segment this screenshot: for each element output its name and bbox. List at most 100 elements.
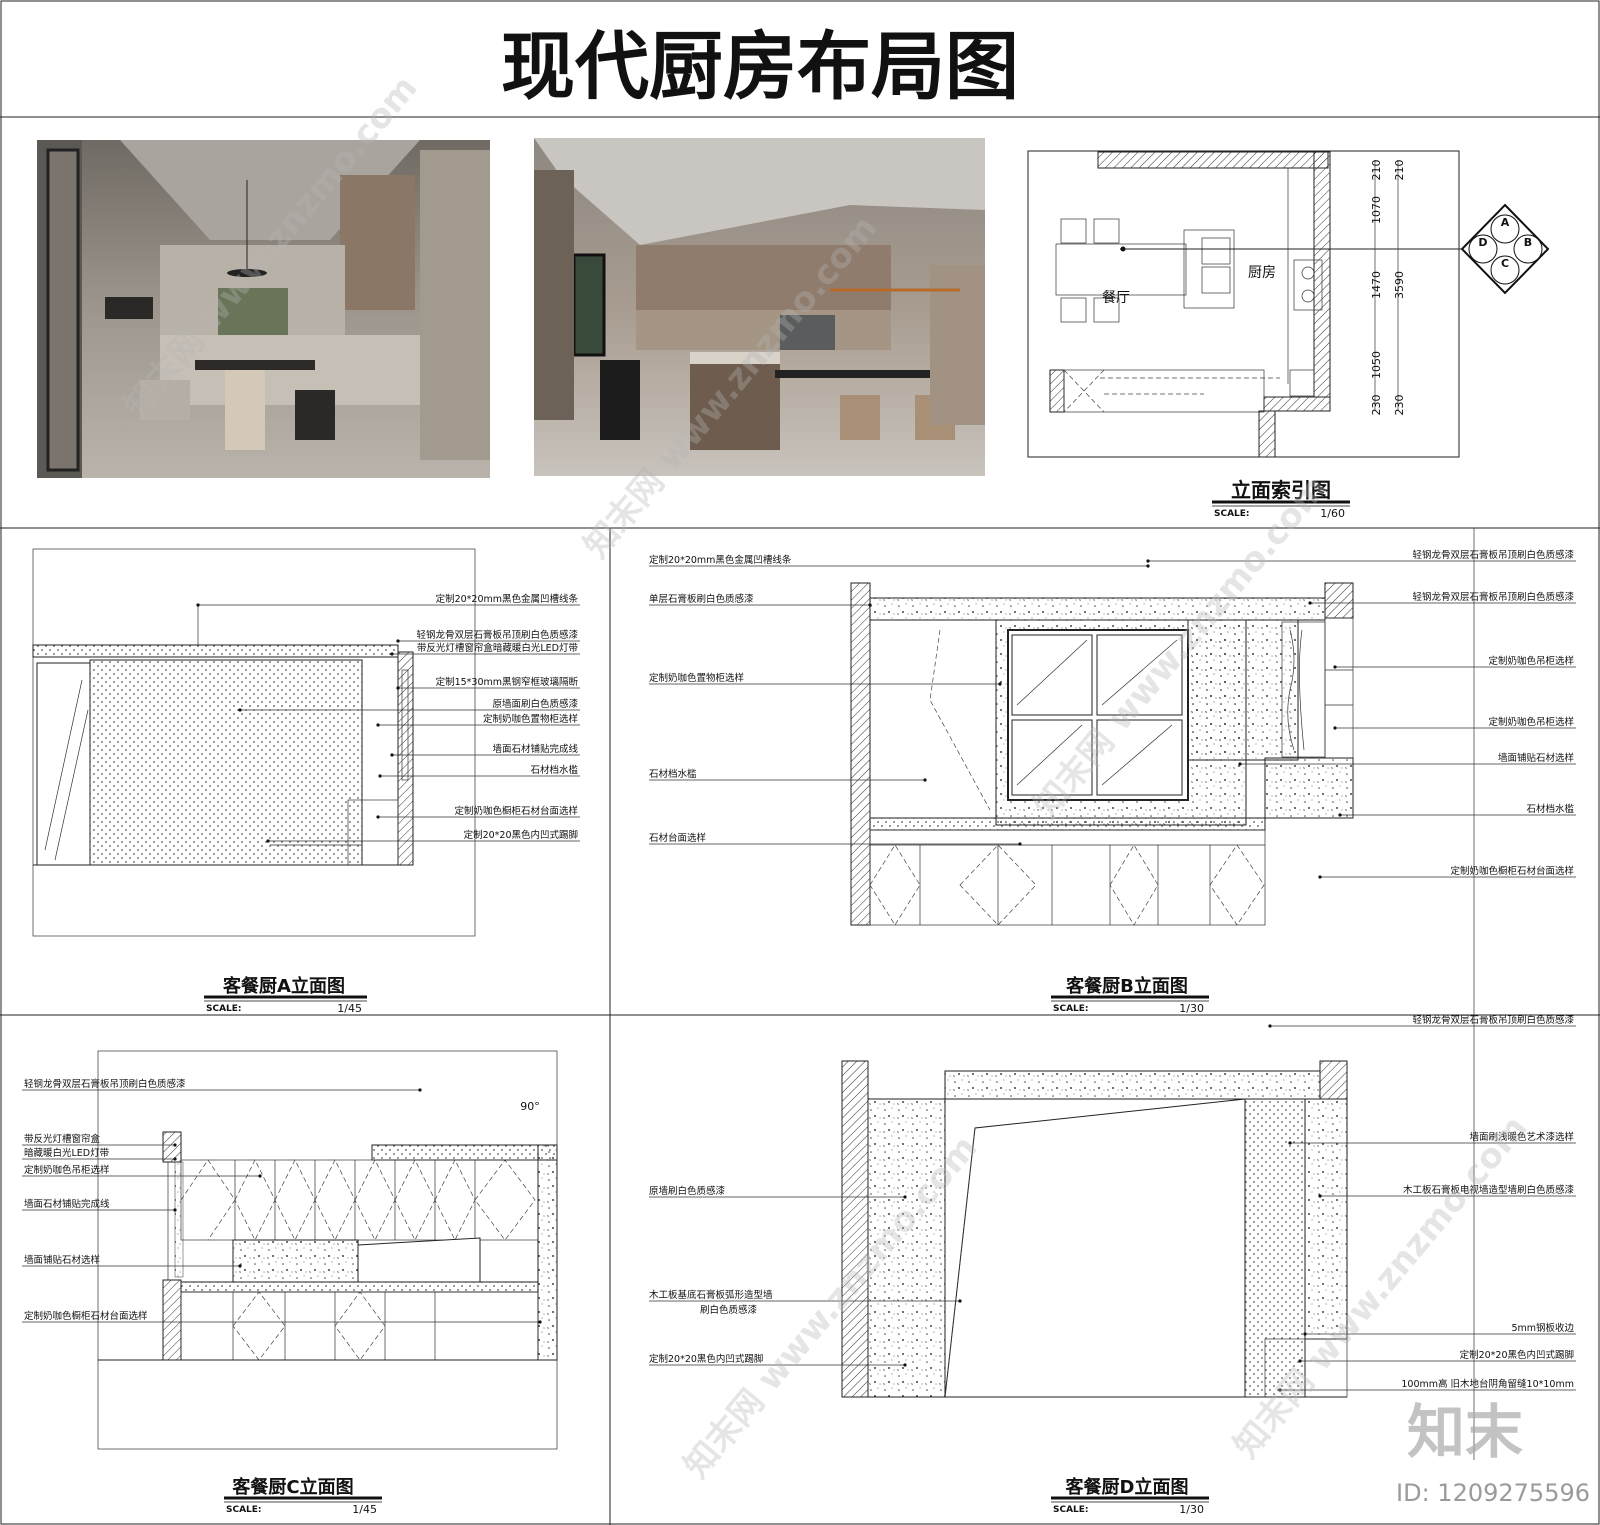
annotation-label: 单层石膏板刷白色质感漆 (649, 593, 754, 605)
dim-2: 1070 (1370, 196, 1383, 224)
annotation-callout: 石材档水槛 (649, 768, 927, 782)
annotation-callout: 定制奶咖色吊柜选样 (22, 1164, 262, 1178)
annotation-label: 定制奶咖色橱柜石材台面选样 (1450, 865, 1574, 877)
leader-dot (903, 1363, 907, 1367)
leader-dot (173, 1208, 177, 1212)
dim-7: 3590 (1393, 271, 1406, 299)
leader-dot (258, 1174, 262, 1178)
dim-8: 230 (1393, 395, 1406, 416)
leader-dot (1298, 1359, 1302, 1363)
scale-label: SCALE: (1053, 1505, 1089, 1515)
annotation-label: 刷白色质感漆 (700, 1304, 758, 1316)
annotation-label: 石材档水槛 (530, 764, 578, 776)
annotation-callout: 刷白色质感漆 (700, 1304, 758, 1316)
leader-dot (1333, 665, 1337, 669)
annotation-callout: 定制奶咖色橱柜石材台面选样 (376, 805, 580, 819)
annotation-callout: 定制奶咖色置物柜选样 (376, 713, 580, 727)
annotation-label: 轻钢龙骨双层石膏板吊顶刷白色质感漆 (1412, 591, 1574, 603)
elevation-index-plan: 餐厅 厨房 210 1070 1470 1050 230 210 3590 23… (1027, 150, 1550, 458)
annotation-callout: 轻钢龙骨双层石膏板吊顶刷白色质感漆 (22, 1078, 422, 1092)
leader-dot (396, 686, 400, 690)
annotation-callout: 墙面刷浅暖色艺术漆选样 (1288, 1131, 1576, 1145)
annotation-label: 轻钢龙骨双层石膏板吊顶刷白色质感漆 (416, 629, 578, 641)
annotation-label: 定制20*20黑色内凹式踢脚 (1460, 1349, 1574, 1361)
leader-dot (1333, 726, 1337, 730)
leader-dot (1018, 842, 1022, 846)
leader-dot (396, 639, 400, 643)
scale-value: 1/30 (1179, 1503, 1204, 1516)
leader-dot (903, 1195, 907, 1199)
annotation-callout: 原墙面刷白色质感漆 (238, 698, 580, 712)
annotation-label: 5mm钢板收边 (1511, 1322, 1574, 1334)
annotation-callout: 定制20*20黑色内凹式踢脚 (266, 829, 580, 843)
leader-dot (1268, 1024, 1272, 1028)
elevation-c-title: 客餐厨C立面图 (232, 1476, 353, 1498)
leader-dot (266, 839, 270, 843)
index-letter-c: C (1501, 257, 1509, 270)
annotation-callout: 5mm钢板收边 (1303, 1322, 1576, 1336)
elevation-d-title: 客餐厨D立面图 (1066, 1476, 1189, 1498)
leader-dot (378, 774, 382, 778)
annotation-label: 轻钢龙骨双层石膏板吊顶刷白色质感漆 (1412, 1014, 1574, 1026)
dim-1: 210 (1370, 160, 1383, 181)
leader-dot (923, 778, 927, 782)
elevation-b-drawing (850, 582, 1354, 926)
annotation-label: 墙面刷浅暖色艺术漆选样 (1469, 1131, 1574, 1143)
annotation-label: 定制20*20mm黑色金属凹槽线条 (436, 593, 579, 605)
leader-dot (1288, 1141, 1292, 1145)
annotation-label: 定制奶咖色置物柜选样 (649, 672, 744, 684)
leader-dot (538, 1320, 542, 1324)
annotation-label: 墙面铺贴石材选样 (24, 1254, 100, 1266)
annotation-label: 原墙面刷白色质感漆 (492, 698, 578, 710)
annotation-callout: 轻钢龙骨双层石膏板吊顶刷白色质感漆 (1146, 549, 1576, 563)
render-photo-kitchen-2 (534, 138, 985, 476)
annotation-callout: 轻钢龙骨双层石膏板吊顶刷白色质感漆 (396, 629, 580, 643)
annotation-callout: 木工板基底石膏板弧形造型墙 (649, 1289, 962, 1303)
annotation-callout: 原墙刷白色质感漆 (649, 1185, 907, 1199)
annotation-label: 定制20*20mm黑色金属凹槽线条 (649, 554, 792, 566)
annotation-label: 定制奶咖色吊柜选样 (24, 1164, 110, 1176)
leader-dot (390, 652, 394, 656)
scale-label: SCALE: (226, 1505, 262, 1515)
leader-dot (390, 753, 394, 757)
leader-dot (418, 1088, 422, 1092)
dim-4: 1050 (1370, 351, 1383, 379)
elevation-a-drawing (32, 548, 476, 937)
index-letter-b: B (1524, 236, 1532, 249)
annotation-label: 定制20*20黑色内凹式踢脚 (649, 1353, 763, 1365)
annotation-callout: 定制奶咖色橱柜石材台面选样 (22, 1310, 542, 1324)
annotation-callout: 定制奶咖色橱柜石材台面选样 (1318, 865, 1576, 879)
annotation-callout: 石材台面选样 (649, 832, 1022, 846)
annotation-label: 定制奶咖色吊柜选样 (1488, 655, 1574, 667)
annotation-label: 100mm高 旧木地台阴角留缝10*10mm (1401, 1378, 1574, 1390)
annotation-callout: 100mm高 旧木地台阴角留缝10*10mm (1278, 1378, 1576, 1392)
elevation-b-title: 客餐厨B立面图 (1066, 975, 1188, 997)
annotation-label: 定制15*30mm黑钢窄框玻璃隔断 (436, 676, 579, 688)
annotation-label: 定制奶咖色橱柜石材台面选样 (454, 805, 578, 817)
index-letter-d: D (1478, 236, 1487, 249)
annotation-label: 定制奶咖色置物柜选样 (483, 713, 578, 725)
leader-dot (998, 682, 1002, 686)
leader-dot (1318, 1194, 1322, 1198)
index-letter-a: A (1501, 216, 1510, 229)
plan-title: 立面索引图 (1231, 478, 1331, 502)
room-label-dining: 餐厅 (1102, 290, 1130, 306)
room-label-kitchen: 厨房 (1248, 265, 1276, 281)
annotation-callout: 暗藏暖白光LED灯带 (22, 1147, 177, 1161)
dim-3: 1470 (1370, 271, 1383, 299)
scale-value: 1/45 (337, 1002, 362, 1015)
annotation-label: 带反光灯槽窗帘盒暗藏暖白光LED灯带 (417, 642, 579, 654)
elevation-d-title-block: 客餐厨D立面图 SCALE: 1/30 (1051, 1476, 1209, 1516)
annotation-callout: 石材档水槛 (1338, 803, 1576, 817)
elevation-c-drawing: 90° (97, 1050, 558, 1450)
annotation-label: 定制20*20黑色内凹式踢脚 (464, 829, 578, 841)
scale-value: 1/30 (1179, 1002, 1204, 1015)
annotation-callout: 定制奶咖色吊柜选样 (1333, 655, 1576, 669)
annotation-callout: 定制奶咖色置物柜选样 (649, 672, 1002, 686)
annotation-label: 木工板石膏板电视墙造型墙刷白色质感漆 (1403, 1184, 1575, 1196)
leader-dot (238, 708, 242, 712)
